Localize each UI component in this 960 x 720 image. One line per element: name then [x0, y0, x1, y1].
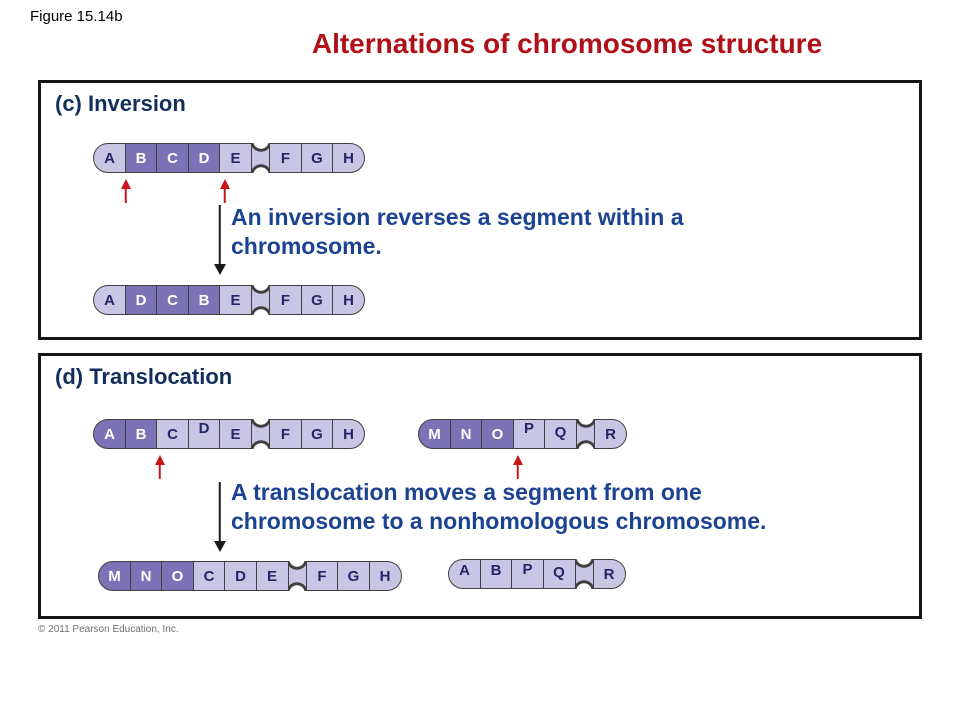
chromosome-segment-n: N [449, 419, 483, 449]
chromosome-segment-f: F [269, 143, 302, 173]
translocation-caption-line1: A translocation moves a segment from one [231, 479, 702, 505]
chromosome-segment-q: Q [544, 419, 577, 449]
chromosome-segment-p: P [511, 559, 544, 589]
chromosome-segment-h: H [368, 561, 402, 591]
chromosome-segment-b: B [187, 285, 221, 315]
inversion-caption-line2: chromosome. [231, 233, 382, 259]
chromosome-segment-c: C [156, 419, 189, 449]
chromosome-segment-e: E [219, 419, 252, 449]
chromosome-segment-a: A [93, 419, 126, 449]
centromere [574, 559, 594, 589]
chromosome-segment-b: B [124, 143, 158, 173]
chromosome-segment-g: G [337, 561, 370, 591]
centromere [250, 143, 271, 173]
chromosome-segment-g: G [300, 143, 334, 173]
chromosome-segment-c: C [156, 143, 189, 173]
chromosome-segment-e: E [255, 561, 289, 591]
panel-translocation-heading: (d) Translocation [55, 364, 233, 389]
chromosome-segment-d: D [124, 285, 158, 315]
chromosome-segment-g: G [300, 285, 334, 315]
chromosome-segment-e: E [219, 285, 252, 315]
chromosome-segment-h: H [332, 419, 365, 449]
chromosome-segment-d: D [224, 561, 257, 591]
breakpoint-up-arrow-icon [120, 179, 131, 203]
chromosome-segment-n: N [129, 561, 163, 591]
chromosome-segment-o: O [481, 419, 514, 449]
chromosome-segment-r: R [592, 559, 626, 589]
chromosome-segment-c: C [192, 561, 226, 591]
breakpoint-up-arrow-icon [154, 455, 165, 479]
chromosome-segment-a: A [448, 559, 481, 589]
chromosome-segment-e: E [219, 143, 252, 173]
chromosome-segment-b: B [479, 559, 513, 589]
chromosome-segment-p: P [512, 419, 546, 449]
chromosome-segment-m: M [98, 561, 131, 591]
chromosome-segment-a: A [93, 285, 126, 315]
chromosome-segment-c: C [156, 285, 189, 315]
chromosome-segment-f: F [269, 419, 302, 449]
page-title: Alternations of chromosome structure [311, 28, 823, 59]
panel-inversion-heading: (c) Inversion [55, 91, 186, 116]
chromosome-segment-q: Q [542, 559, 576, 589]
chromosome-segment-h: H [332, 143, 365, 173]
centromere [250, 419, 271, 449]
centromere [287, 561, 307, 591]
breakpoint-up-arrow-icon [219, 179, 230, 203]
chromosome-segment-m: M [418, 419, 451, 449]
copyright: © 2011 Pearson Education, Inc. [38, 624, 179, 635]
chromosome-segment-a: A [93, 143, 126, 173]
inversion-caption-line1: An inversion reverses a segment within a [231, 204, 684, 230]
chromosome-segment-f: F [269, 285, 302, 315]
chromosome-segment-g: G [300, 419, 334, 449]
chromosome-segment-b: B [124, 419, 158, 449]
process-down-arrow-icon [213, 482, 226, 552]
chromosome-segment-o: O [161, 561, 194, 591]
translocation-caption: A translocation moves a segment from one… [231, 478, 766, 536]
process-down-arrow-icon [213, 205, 226, 275]
centromere [575, 419, 596, 449]
figure-label: Figure 15.14b [30, 8, 123, 25]
chromosome-segment-h: H [332, 285, 365, 315]
chromosome-segment-r: R [594, 419, 627, 449]
inversion-caption: An inversion reverses a segment within a… [231, 203, 684, 261]
translocation-caption-line2: chromosome to a nonhomologous chromosome… [231, 508, 767, 534]
breakpoint-up-arrow-icon [512, 455, 523, 479]
centromere [250, 285, 271, 315]
chromosome-segment-d: D [187, 143, 221, 173]
chromosome-segment-f: F [305, 561, 339, 591]
chromosome-segment-d: D [187, 419, 221, 449]
